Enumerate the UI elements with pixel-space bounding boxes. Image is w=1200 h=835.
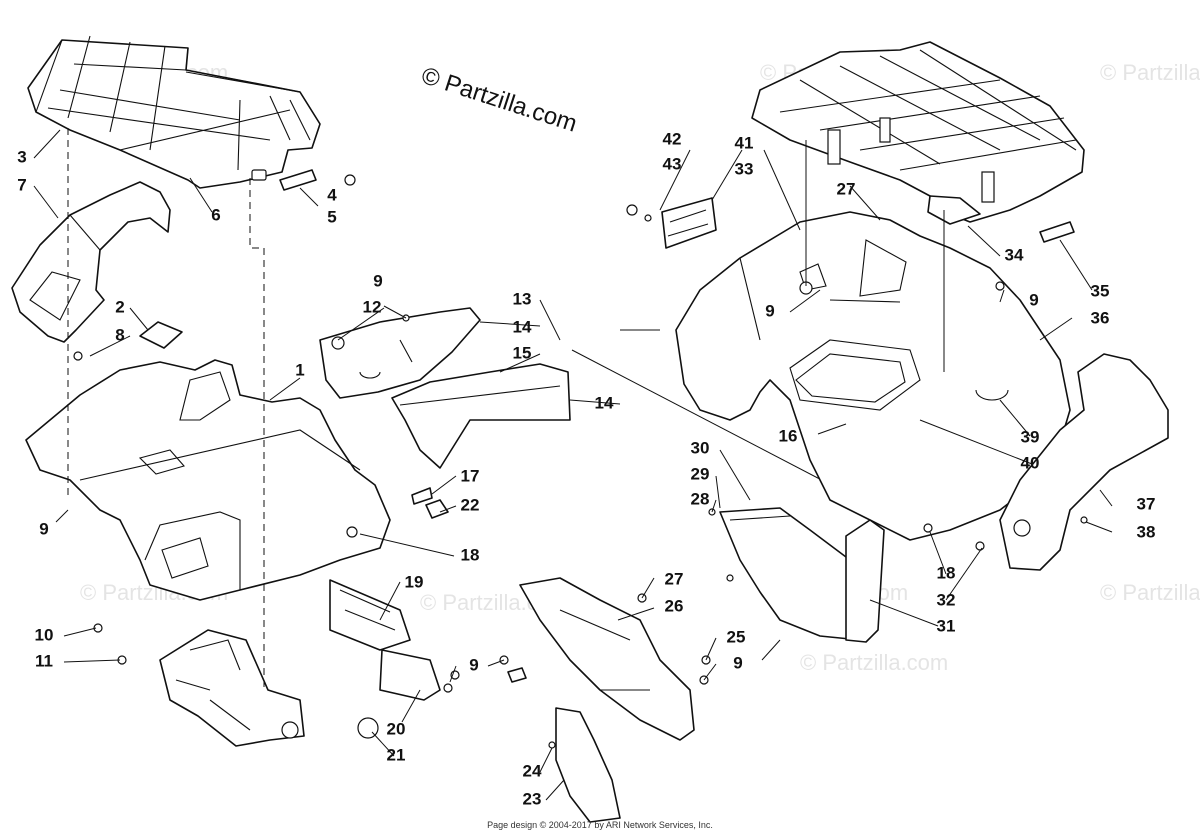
side-panels [319, 307, 571, 469]
callout-9-rear-right: 9 [1029, 290, 1038, 309]
front-assembly-guide-line [67, 128, 265, 690]
front-fender-panel [11, 181, 171, 343]
watermark-7: © Partzilla.com [1100, 580, 1200, 605]
callout-18-front: 18 [461, 545, 480, 564]
callout-43: 43 [663, 154, 682, 173]
callout-14-upper: 14 [513, 317, 532, 336]
callout-30: 30 [691, 438, 710, 457]
rear-fender-extension [975, 353, 1169, 571]
callout-3: 3 [17, 147, 26, 166]
assembly-line [571, 349, 861, 501]
callout-15: 15 [513, 343, 532, 362]
callout-41: 41 [735, 133, 754, 152]
callouts: 1 2 3 4 5 6 7 8 9 9 9 9 9 9 10 11 12 13 … [17, 129, 1155, 808]
left-footwell [499, 577, 711, 823]
callout-19: 19 [405, 572, 424, 591]
callout-9-front: 9 [39, 519, 48, 538]
callout-7: 7 [17, 175, 26, 194]
callout-1: 1 [295, 360, 304, 379]
callout-20: 20 [387, 719, 406, 738]
rear-rack [751, 41, 1085, 225]
callout-22: 22 [461, 495, 480, 514]
callout-10: 10 [35, 625, 54, 644]
callout-35: 35 [1091, 281, 1110, 300]
rear-rack-guide-lines [805, 140, 945, 372]
callout-37: 37 [1137, 494, 1156, 513]
callout-4: 4 [327, 185, 337, 204]
callout-23: 23 [523, 789, 542, 808]
callout-14-lower: 14 [595, 393, 614, 412]
callout-34: 34 [1005, 245, 1024, 264]
front-lower-brackets [329, 579, 460, 739]
callout-36: 36 [1091, 308, 1110, 327]
front-grommet-8 [73, 351, 83, 361]
callout-2: 2 [115, 297, 124, 316]
watermark-3: © Partzilla.com [1100, 60, 1200, 85]
front-reflector-plate [279, 169, 356, 191]
rear-reflector-plate [1039, 221, 1075, 243]
callout-17: 17 [461, 466, 480, 485]
callout-33: 33 [735, 159, 754, 178]
footer-text: Page design © 2004-2017 by ARI Network S… [487, 820, 713, 830]
callout-25: 25 [727, 627, 746, 646]
callout-13: 13 [513, 289, 532, 308]
callout-8: 8 [115, 325, 124, 344]
callout-9-panel: 9 [373, 271, 382, 290]
callout-27-footwell: 27 [665, 569, 684, 588]
callout-38: 38 [1137, 522, 1156, 541]
callout-28: 28 [691, 489, 710, 508]
callout-11: 11 [35, 651, 53, 670]
callout-39: 39 [1021, 427, 1040, 446]
callout-9-rear-cap: 9 [765, 301, 774, 320]
callout-18-rear: 18 [937, 563, 956, 582]
callout-31: 31 [937, 616, 956, 635]
callout-12: 12 [363, 297, 382, 316]
storage-bracket [626, 197, 717, 249]
callout-21: 21 [387, 745, 406, 764]
watermark-8: © Partzilla.com [800, 650, 948, 675]
callout-5: 5 [327, 207, 336, 226]
copyright-text: © Partzilla.com [418, 62, 580, 138]
callout-29: 29 [691, 464, 710, 483]
callout-26: 26 [665, 596, 684, 615]
callout-16: 16 [779, 426, 798, 445]
callout-32: 32 [937, 590, 956, 609]
front-rack [27, 35, 321, 189]
right-footwell [708, 507, 933, 643]
front-fender [25, 359, 391, 601]
callout-42: 42 [663, 129, 682, 148]
callout-40: 40 [1021, 453, 1040, 472]
callout-9-footwell: 9 [733, 653, 742, 672]
front-light-lens [139, 321, 183, 349]
callout-6: 6 [211, 205, 220, 224]
latch [411, 487, 449, 519]
callout-27-rear: 27 [837, 179, 856, 198]
callout-24: 24 [523, 761, 542, 780]
leader-lines [33, 129, 1113, 801]
front-bumper-bracket [93, 623, 305, 747]
callout-9-bracket: 9 [469, 655, 478, 674]
